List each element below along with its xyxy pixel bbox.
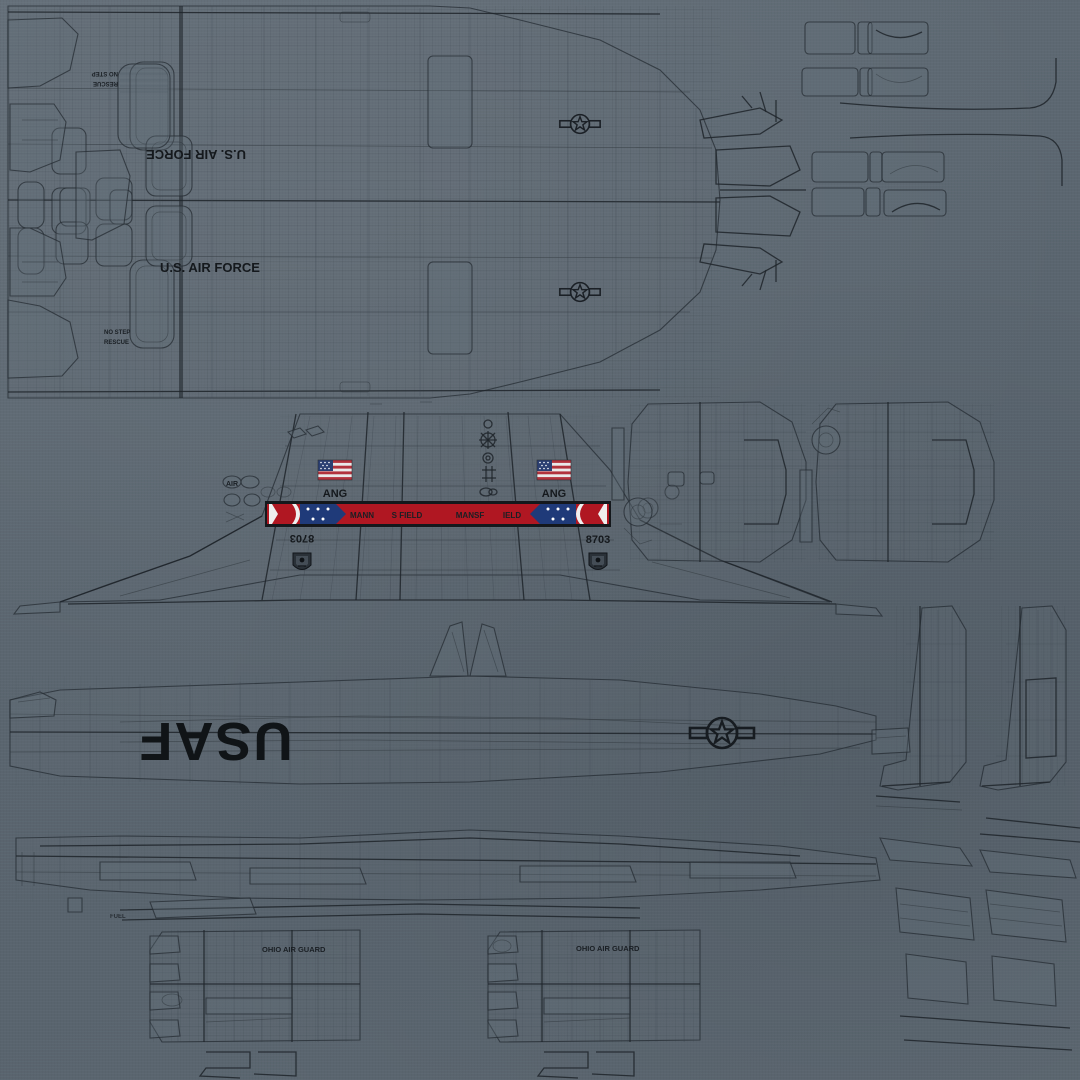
tail-fin-islands (871, 605, 1080, 1051)
fuselage-side-usaf: USAF (138, 711, 293, 771)
usaf-roundel-top-1 (559, 113, 601, 135)
us-flag-left (317, 459, 353, 481)
ang-label-left: ANG (323, 488, 347, 500)
service-title-mirrored: U.S. AIR FORCE (146, 147, 246, 162)
squadron-crest-right (588, 552, 608, 570)
fuselage-upper-island (7, 5, 806, 399)
flap-panel-right (487, 929, 701, 1079)
us-flag-right (536, 459, 572, 481)
stencil-no-step-top: NO STEP (92, 70, 118, 76)
banner-text-2: S FIELD (392, 511, 423, 520)
small-parts-left (222, 475, 292, 523)
ohio-air-guard-banner: MANN S FIELD MANSF IELD (265, 501, 611, 527)
door-hatch-uv-islands (801, 21, 1063, 217)
usaf-roundel-top-2 (559, 281, 601, 303)
ohio-air-guard-left: OHIO AIR GUARD (262, 945, 326, 954)
nacelle-island-b (799, 401, 995, 563)
tail-ramp-detail (699, 91, 806, 291)
stencil-no-step-bottom: NO STEP (104, 330, 130, 336)
service-title-bottom: U.S. AIR FORCE (160, 260, 260, 275)
flap-panel-left (149, 929, 361, 1079)
stencil-symbol-cluster (479, 419, 498, 497)
squadron-crest-left (292, 552, 312, 570)
side-tailfin (429, 621, 507, 677)
fuselage-side-island (9, 621, 877, 786)
nacelle-island-a (611, 401, 807, 563)
usaf-roundel-side (688, 716, 756, 750)
tail-number-right: 8703 (586, 534, 610, 546)
hatch-panels (17, 11, 473, 393)
banner-text-1: MANN (350, 511, 374, 520)
stencil-rescue-top: RESCUE (93, 80, 118, 86)
ohio-air-guard-right: OHIO AIR GUARD (576, 944, 640, 953)
wing-lower-island (15, 829, 882, 921)
stencil-air: AIR (226, 481, 238, 488)
side-nose (9, 691, 57, 719)
wing-root-cutouts (7, 17, 131, 379)
stencil-fuel-left: FUEL (110, 914, 126, 920)
ang-label-right: ANG (542, 488, 566, 500)
stencil-rescue-bottom: RESCUE (104, 340, 129, 346)
tail-number-left: 8703 (290, 532, 314, 544)
window-cluster (145, 135, 193, 267)
banner-text-4: IELD (503, 511, 521, 520)
propeller-blades (286, 401, 432, 439)
hatched-door-upper (117, 63, 171, 149)
banner-text-3: MANSF (456, 511, 485, 520)
